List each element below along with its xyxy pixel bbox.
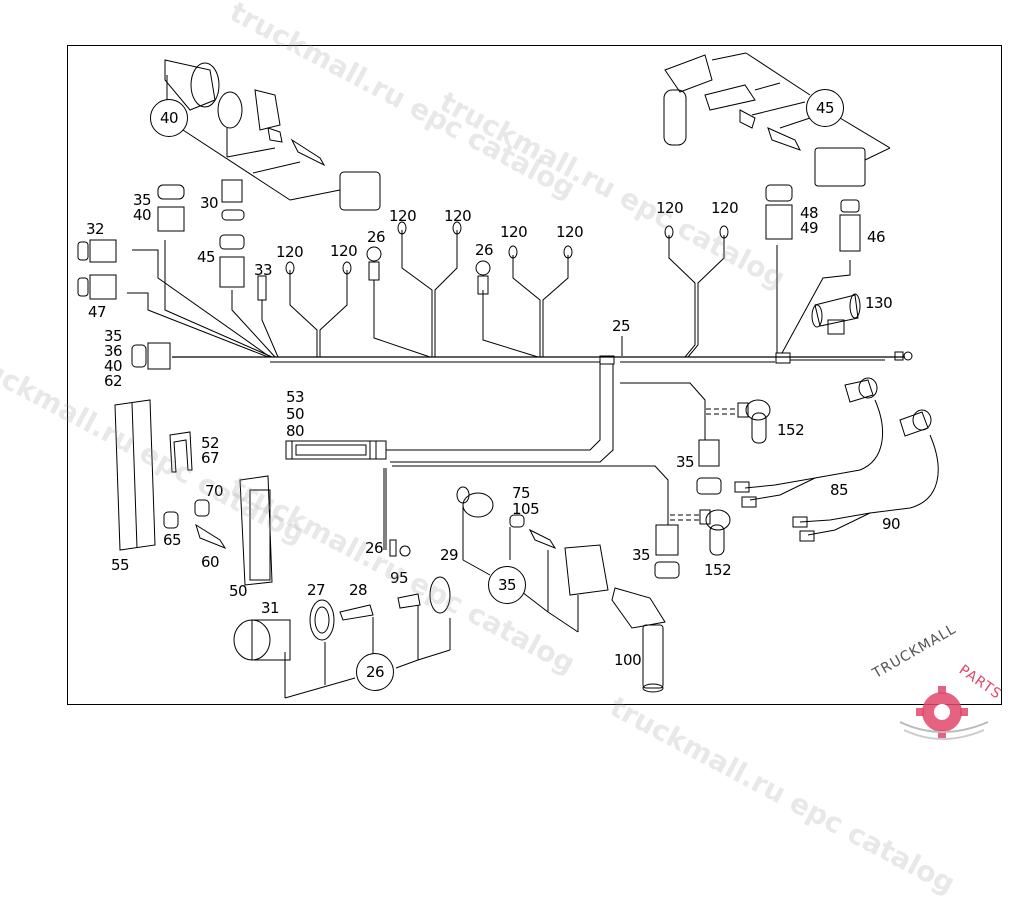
sensor-cables-85-90 xyxy=(734,377,939,542)
label-152-a[interactable]: 152 xyxy=(777,421,805,439)
label-35-e[interactable]: 35 xyxy=(632,546,651,564)
diagram-frame xyxy=(67,45,1002,705)
label-65[interactable]: 65 xyxy=(163,531,182,549)
kit-26-parts xyxy=(233,539,451,699)
label-29[interactable]: 29 xyxy=(440,546,459,564)
left-wire-bundle xyxy=(127,240,279,358)
label-52-67[interactable]: 52 67 xyxy=(201,434,220,467)
label-90[interactable]: 90 xyxy=(882,515,901,533)
label-47[interactable]: 47 xyxy=(88,303,107,321)
label-53-50-80[interactable]: 53 50 80 xyxy=(286,388,305,440)
diagram-drawing xyxy=(77,52,939,699)
truckmall-parts-logo[interactable]: TRUCKMALL PARTS xyxy=(860,621,1024,750)
label-70[interactable]: 70 xyxy=(205,482,224,500)
label-45[interactable]: 45 xyxy=(197,248,216,266)
label-35-40[interactable]: 35 40 xyxy=(133,191,152,224)
label-35-d[interactable]: 35 xyxy=(676,453,695,471)
tee-fitting-130 xyxy=(811,293,861,335)
label-85[interactable]: 85 xyxy=(830,481,849,499)
lower-left-parts xyxy=(114,399,273,586)
label-46[interactable]: 46 xyxy=(867,228,886,246)
label-120-a[interactable]: 120 xyxy=(276,243,304,261)
connectors xyxy=(77,179,861,579)
label-35-36-40-62[interactable]: 35 36 40 62 xyxy=(104,327,123,390)
sensors-152 xyxy=(670,399,771,556)
label-120-e[interactable]: 120 xyxy=(500,223,528,241)
label-50[interactable]: 50 xyxy=(229,582,248,600)
callout-35[interactable]: 35 xyxy=(488,566,526,604)
sensor-tips xyxy=(285,221,729,295)
kit-35-parts xyxy=(456,486,609,633)
label-120-h[interactable]: 120 xyxy=(711,199,739,217)
label-60[interactable]: 60 xyxy=(201,553,220,571)
label-120-f[interactable]: 120 xyxy=(556,223,584,241)
label-28[interactable]: 28 xyxy=(349,581,368,599)
harness-drop-to-ecu xyxy=(285,364,706,550)
label-33[interactable]: 33 xyxy=(254,261,273,279)
gear-logo-icon xyxy=(899,686,989,740)
sensor-branches xyxy=(289,230,851,358)
label-120-b[interactable]: 120 xyxy=(330,242,358,260)
label-32[interactable]: 32 xyxy=(86,220,105,238)
label-26-c[interactable]: 26 xyxy=(365,539,384,557)
main-harness-trunk xyxy=(172,351,913,365)
kit-40-parts xyxy=(164,59,381,211)
label-120-d[interactable]: 120 xyxy=(444,207,472,225)
callout-40[interactable]: 40 xyxy=(150,99,188,137)
label-31[interactable]: 31 xyxy=(261,599,280,617)
label-26-b[interactable]: 26 xyxy=(475,241,494,259)
callout-26[interactable]: 26 xyxy=(356,653,394,691)
sensor-100 xyxy=(611,587,666,693)
label-130[interactable]: 130 xyxy=(865,294,893,312)
label-75-105[interactable]: 75 105 xyxy=(512,484,540,518)
label-100[interactable]: 100 xyxy=(614,651,642,669)
label-26-a[interactable]: 26 xyxy=(367,228,386,246)
label-48-49[interactable]: 48 49 xyxy=(800,204,819,237)
callout-45[interactable]: 45 xyxy=(806,89,844,127)
label-152-b[interactable]: 152 xyxy=(704,561,732,579)
label-95[interactable]: 95 xyxy=(390,569,409,587)
label-30[interactable]: 30 xyxy=(200,194,219,212)
label-25[interactable]: 25 xyxy=(612,317,631,335)
label-27[interactable]: 27 xyxy=(307,581,326,599)
label-120-g[interactable]: 120 xyxy=(656,199,684,217)
label-120-c[interactable]: 120 xyxy=(389,207,417,225)
label-55[interactable]: 55 xyxy=(111,556,130,574)
kit-45-parts xyxy=(663,52,891,187)
